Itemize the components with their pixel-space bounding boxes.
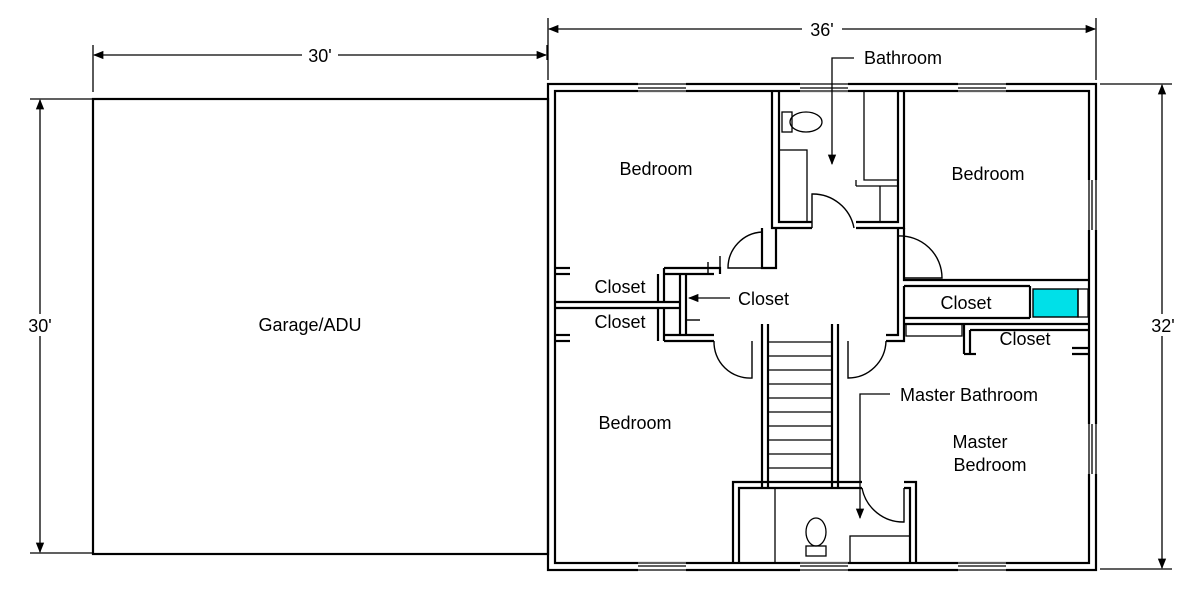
dimension-label: 32' [1151,316,1174,336]
bedroom-sw-label: Bedroom [598,413,671,433]
closet-e1-label: Closet [940,293,991,313]
dimension-house-depth: 32' [1100,83,1182,570]
bedroom-nw-label: Bedroom [619,159,692,179]
bathroom-label: Bathroom [864,48,942,68]
interior-walls [555,91,1089,564]
dimension-label: 30' [28,316,51,336]
master-bedroom-label-line2: Bedroom [953,455,1026,475]
appliance-icon [1032,288,1079,318]
closet-e2-label: Closet [999,329,1050,349]
closet-center-label: Closet [738,289,789,309]
dimension-house-width: 36' [547,18,1097,80]
windows [638,82,1098,572]
closet-w2-label: Closet [594,312,645,332]
master-bathroom-label: Master Bathroom [900,385,1038,405]
dimension-label: 30' [308,46,331,66]
bedroom-ne-label: Bedroom [951,164,1024,184]
toilet-icon [805,517,827,557]
garage-label: Garage/ADU [258,315,361,335]
staircase [768,341,832,469]
doors [686,193,943,523]
dimension-garage-width: 30' [92,45,548,92]
appliance-cabinet [1077,288,1089,318]
toilet-icon [781,111,823,133]
dimension-garage-depth: 30' [22,98,92,554]
closet-w1-label: Closet [594,277,645,297]
label-arrows [687,57,890,520]
garage: Garage/ADU [91,97,550,556]
master-bedroom-label-line1: Master [952,432,1007,452]
dimension-label: 36' [810,20,833,40]
